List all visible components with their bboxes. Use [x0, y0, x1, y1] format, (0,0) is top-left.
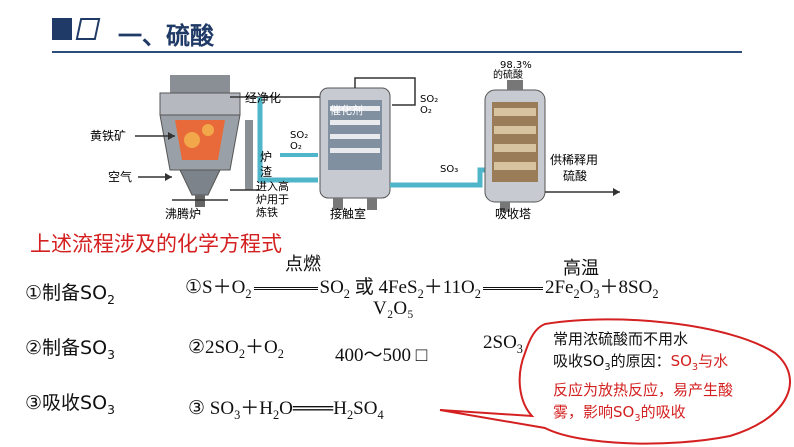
row2-equation: ②2SO2＋O2 [188, 337, 284, 361]
absorption-tower [484, 80, 546, 212]
label-purify: 经净化 [245, 91, 281, 105]
label-absorber: 吸收塔 [495, 207, 531, 221]
row3-equation: ③ SO3＋H2O═══H2SO4 [188, 398, 384, 422]
label-pyrite: 黄铁矿 [90, 129, 126, 143]
header-square-outline [75, 18, 101, 40]
label-acid-983-1: 98.3% [500, 60, 532, 71]
label-air: 空气 [108, 169, 132, 184]
condition-ignite: 点燃 [285, 254, 321, 274]
label-so2-a: SO₂ [290, 130, 308, 141]
header-square-filled [52, 18, 72, 40]
row2-temperature: 400～500 □ [335, 345, 428, 366]
row2-label: ②制备SO3 [25, 337, 115, 362]
label-slag-note-1: 进入高 [256, 179, 289, 193]
label-o2-a: O₂ [290, 141, 302, 152]
label-slag-2: 渣 [260, 165, 272, 179]
page-title: 一、硫酸 [118, 22, 214, 50]
contact-chamber [319, 87, 391, 210]
label-so2-b: SO₂ [420, 94, 438, 105]
label-dilute-1: 供稀释用 [550, 153, 598, 167]
callout-text: 常用浓硫酸而不用水 吸收SO3的原因：SO3与水 反应为放热反应，易产生酸 雾，… [553, 330, 734, 424]
label-slag-1: 炉 [260, 150, 272, 164]
label-o2-b: O₂ [420, 105, 432, 116]
label-dilute-2: 硫酸 [563, 168, 587, 183]
header-divider [52, 51, 742, 53]
label-acid-983-2: 的硫酸 [493, 68, 523, 81]
row2-catalyst: V₂O₅ [373, 298, 414, 319]
label-slag-note-2: 炉用于 [256, 193, 289, 206]
row1-label: ①制备SO2 [25, 282, 115, 307]
label-so3: SO₃ [440, 164, 458, 175]
condition-high-temp: 高温 [563, 258, 599, 278]
label-contact: 接触室 [330, 206, 366, 221]
row3-label: ③吸收SO3 [25, 392, 115, 417]
label-slag-note-3: 炼铁 [256, 205, 278, 219]
label-catalyst: 催化剂 [330, 103, 363, 117]
callout-bubble [439, 318, 791, 445]
process-diagram: 黄铁矿 空气 沸腾炉 经净化 炉 渣 进入高 炉用于 炼铁 SO₂ O₂ 催化剂… [90, 60, 620, 221]
row2-product: 2SO3 [483, 332, 523, 356]
section-title: 上述流程涉及的化学方程式 [30, 232, 282, 256]
label-furnace: 沸腾炉 [165, 206, 201, 221]
boiling-furnace [159, 75, 241, 207]
